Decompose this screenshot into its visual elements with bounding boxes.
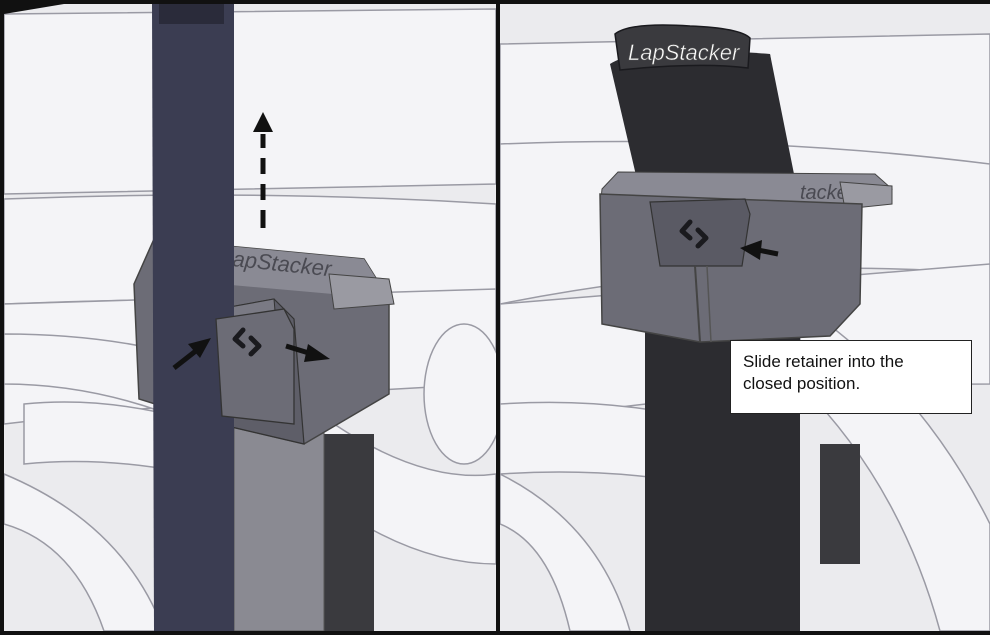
s-logo-icon xyxy=(232,327,262,357)
strap xyxy=(152,4,234,631)
callout-line-2: closed position. xyxy=(743,374,861,393)
dashed-up-arrow-icon xyxy=(253,112,273,228)
left-panel-open-retainer: apStacker xyxy=(4,4,496,631)
s-logo-icon xyxy=(679,219,709,249)
corner-tab xyxy=(4,4,64,14)
strap-brand-text: LapStacker xyxy=(628,40,741,65)
arrow-right-icon xyxy=(285,343,330,362)
retainer-body: tacker xyxy=(599,171,893,343)
arrow-left-icon xyxy=(740,240,779,260)
callout-line-1: Slide retainer into the xyxy=(743,352,904,371)
strap-tab: LapStacker xyxy=(614,24,751,71)
instruction-callout: Slide retainer into the closed position. xyxy=(730,340,972,414)
arrow-diagonal-icon xyxy=(172,338,211,370)
right-panel-closed-retainer: LapStacker tacker xyxy=(500,4,990,631)
panel-divider xyxy=(496,4,500,631)
